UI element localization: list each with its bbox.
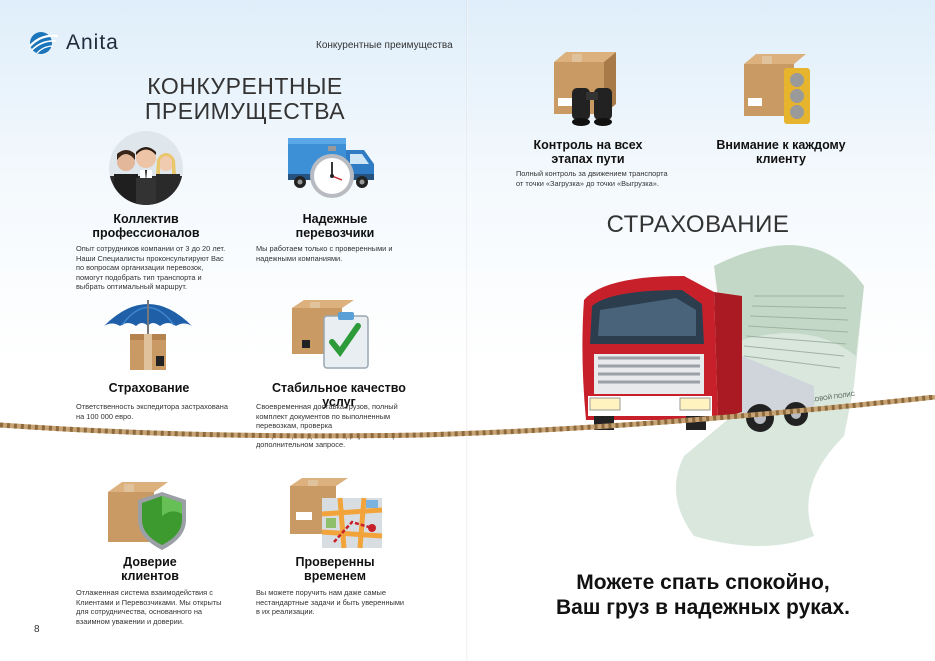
text-line: дополнительном запросе. bbox=[256, 440, 346, 450]
feature-title-line: Внимание к каждому bbox=[716, 138, 846, 152]
shield-box-icon bbox=[108, 482, 186, 550]
feature-text: Отлаженная система взаимодействия с Клие… bbox=[76, 588, 246, 626]
feature-title-line: этапах пути bbox=[551, 152, 625, 166]
feature-text: Своевременная доставка грузов, полный ко… bbox=[256, 402, 426, 450]
feature-title-line: Страхование bbox=[108, 381, 190, 395]
feature-title-line: Надежные bbox=[302, 212, 368, 226]
feature-title-line: Проверенны bbox=[295, 555, 375, 569]
page-title-line1: КОНКУРЕНТНЫЕ bbox=[147, 73, 343, 99]
feature-title-line: клиенту bbox=[756, 152, 806, 166]
feature-title-line: профессионалов bbox=[92, 226, 200, 240]
feature-title: Внимание к каждому клиенту bbox=[706, 138, 856, 166]
text-line: Наши Специалисты проконсультируют Вас bbox=[76, 253, 224, 263]
text-line: Ответственность экспедитора застрахована bbox=[76, 402, 228, 411]
text-line: надежными компаниями. bbox=[256, 253, 343, 263]
text-line: перевозкам, проверка bbox=[256, 421, 333, 431]
feature-text: Мы работаем только с проверенными и наде… bbox=[256, 244, 426, 263]
page-number: 8 bbox=[34, 624, 40, 635]
feature-title-line: клиентов bbox=[121, 569, 179, 583]
text-line: Опыт сотрудников компании от 3 до 20 лет… bbox=[76, 244, 226, 253]
left-page: Anita Конкурентные преимущества КОНКУРЕН… bbox=[0, 0, 467, 661]
text-line: помогут подобрать тип транспорта и bbox=[76, 272, 202, 282]
text-line: товаросопроводительных документов при bbox=[256, 430, 401, 440]
page-fold-divider bbox=[466, 0, 468, 661]
text-line: Своевременная доставка грузов, полный bbox=[256, 402, 398, 411]
text-line: Вы можете поручить нам даже самые bbox=[256, 588, 386, 597]
checklist-box-icon bbox=[292, 300, 369, 369]
slogan-line2: Ваш груз в надежных руках. bbox=[556, 596, 850, 619]
feature-text: Опыт сотрудников компании от 3 до 20 лет… bbox=[76, 244, 246, 292]
map-box-icon bbox=[290, 478, 383, 549]
text-line: выбрать оптимальный маршрут. bbox=[76, 282, 187, 292]
feature-title: Коллектив профессионалов bbox=[80, 212, 212, 240]
truck-insurance-illustration: СТРАХОВОЙ ПОЛИС bbox=[582, 245, 864, 546]
feature-text: Вы можете поручить нам даже самые нестан… bbox=[256, 588, 426, 617]
text-line: Мы работаем только с проверенными и bbox=[256, 244, 393, 253]
truck-stopwatch-icon bbox=[288, 138, 374, 198]
text-line: нестандартные задачи и быть уверенными bbox=[256, 597, 405, 607]
text-line: Клиентами и Перевозчиками. Мы открыты bbox=[76, 597, 222, 607]
right-page: Контроль на всех этапах пути Полный конт… bbox=[468, 0, 935, 661]
text-line: по вопросам организации перевозок, bbox=[76, 263, 204, 273]
insurance-heading: СТРАХОВАНИЕ bbox=[606, 211, 790, 238]
feature-title-line: Коллектив bbox=[113, 212, 179, 226]
text-line: для сотрудничества, основанного на bbox=[76, 607, 203, 617]
page-title-line2: ПРЕИМУЩЕСТВА bbox=[144, 98, 346, 124]
feature-title-line: Доверие bbox=[123, 555, 177, 569]
feature-title: Доверие клиентов bbox=[80, 555, 220, 583]
brand-logo[interactable]: Anita bbox=[26, 30, 119, 56]
text-line: от точки «Загрузка» до точки «Выгрузка». bbox=[516, 178, 659, 188]
text-line: Отлаженная система взаимодействия с bbox=[76, 588, 213, 597]
text-line: на 100 000 евро. bbox=[76, 411, 134, 421]
feature-title-line: временем bbox=[304, 569, 366, 583]
text-line: в их реализации. bbox=[256, 607, 315, 617]
feature-text: Ответственность экспедитора застрахована… bbox=[76, 402, 246, 421]
slogan-line1: Можете спать спокойно, bbox=[576, 571, 830, 594]
slogan: Можете спать спокойно, Ваш груз в надежн… bbox=[488, 570, 918, 620]
team-photo-icon bbox=[109, 131, 183, 205]
feature-title: Страхование bbox=[80, 381, 218, 395]
text-line: комплект документов по выполненным bbox=[256, 411, 391, 421]
text-line: взаимном уважении и доверии. bbox=[76, 616, 184, 626]
traffic-light-box-icon bbox=[744, 54, 810, 124]
binoculars-box-icon bbox=[554, 52, 616, 126]
globe-logo-icon bbox=[29, 32, 59, 54]
feature-title: Надежные перевозчики bbox=[270, 212, 400, 240]
umbrella-box-icon bbox=[104, 300, 192, 370]
text-line: Полный контроль за движением транспорта bbox=[516, 169, 668, 178]
feature-title: Контроль на всех этапах пути bbox=[516, 138, 660, 166]
page-title: КОНКУРЕНТНЫЕ ПРЕИМУЩЕСТВА bbox=[110, 74, 380, 124]
feature-title-line: перевозчики bbox=[295, 226, 375, 240]
running-head: Конкурентные преимущества bbox=[316, 40, 453, 51]
brand-name: Anita bbox=[66, 31, 119, 54]
feature-title-line: Контроль на всех bbox=[533, 138, 643, 152]
feature-text: Полный контроль за движением транспорта … bbox=[516, 169, 686, 188]
feature-title: Проверенны временем bbox=[268, 555, 402, 583]
